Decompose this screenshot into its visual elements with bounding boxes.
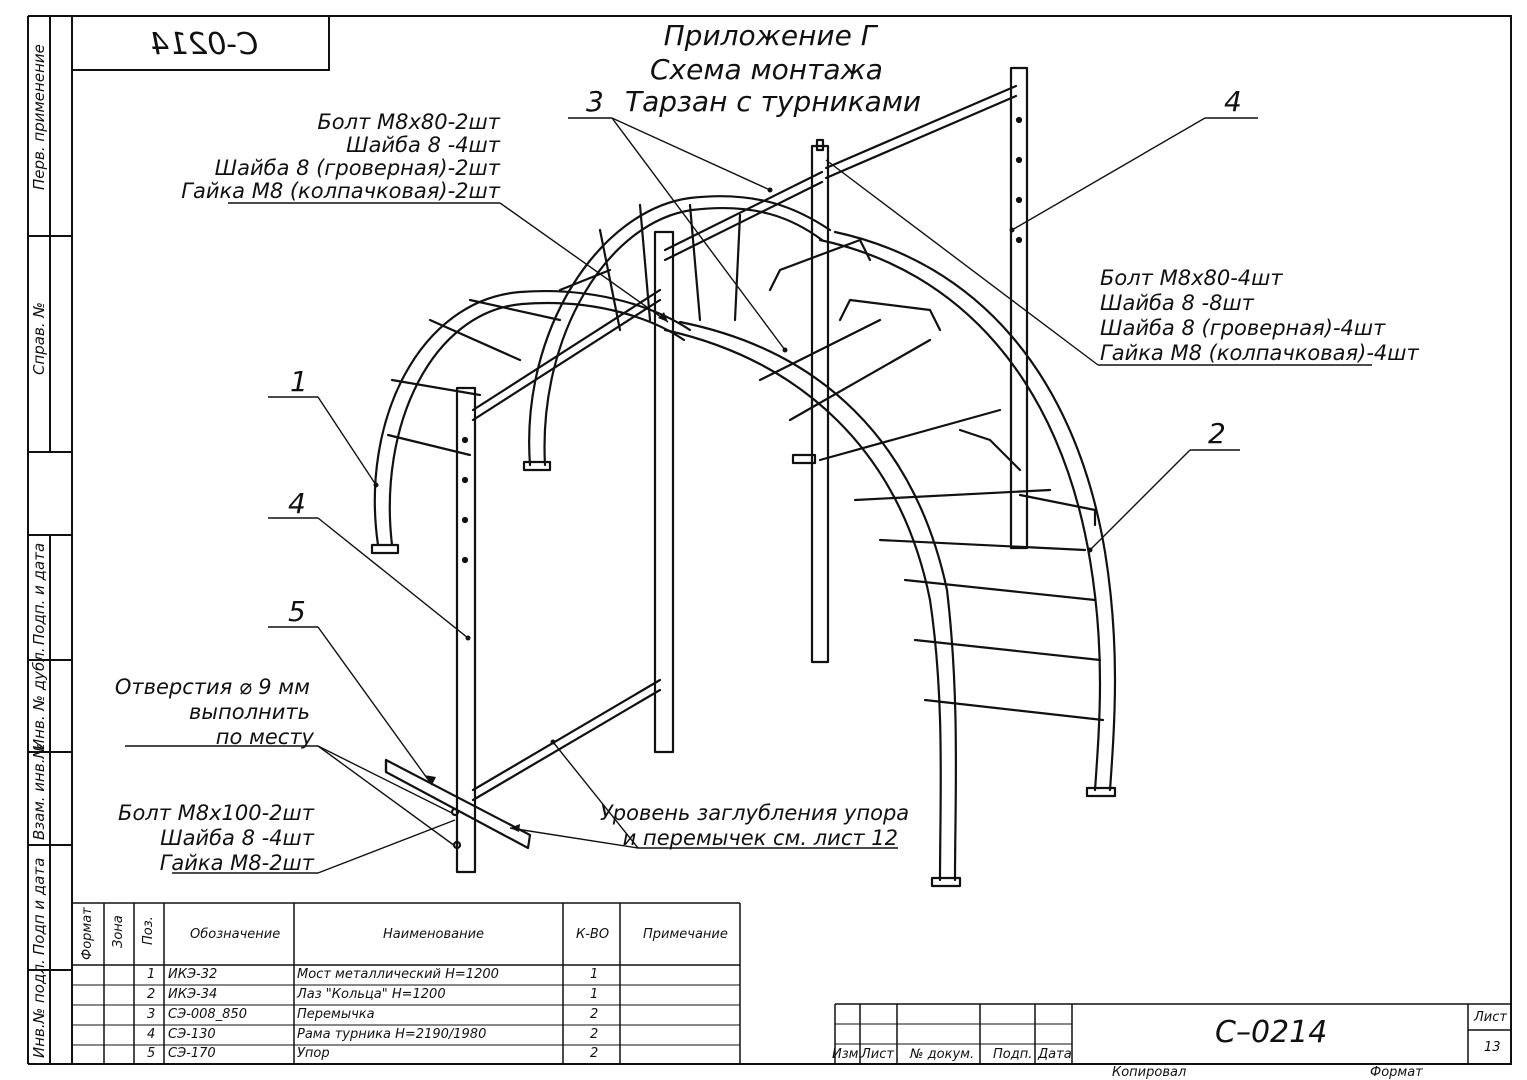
note-bolts-bottom-2: Шайба 8 -4шт bbox=[160, 826, 314, 850]
side-label-sprav: Справ. № bbox=[30, 302, 48, 375]
post-rear-left bbox=[810, 144, 830, 664]
code-top-text: С-0214 bbox=[150, 27, 259, 62]
tb-col-sign: Подп. bbox=[993, 1047, 1033, 1062]
note-bolts-bottom-3: Гайка М8-2шт bbox=[159, 851, 314, 875]
spec-qty: 2 bbox=[590, 1046, 599, 1061]
side-label-podp-2: Подп и дата bbox=[30, 857, 48, 955]
spec-name: Лаз "Кольца" Н=1200 bbox=[297, 987, 446, 1002]
arch-bridge-outer bbox=[373, 290, 692, 547]
spec-pos: 1 bbox=[147, 967, 156, 982]
spec-qty: 1 bbox=[590, 987, 599, 1002]
note-bolts-left-2: Шайба 8 -4шт bbox=[346, 133, 500, 157]
note-bolts-right-3: Шайба 8 (гроверная)-4шт bbox=[1100, 316, 1386, 340]
spec-qty: 2 bbox=[590, 1027, 599, 1042]
spec-pos: 4 bbox=[147, 1027, 156, 1042]
spec-designation: СЭ-008_850 bbox=[168, 1007, 247, 1022]
title-line-1: Приложение Г bbox=[663, 19, 877, 52]
side-label-podp-1: Подп. и дата bbox=[30, 542, 48, 645]
side-label-inv-podl: Инв.№ подл. bbox=[30, 959, 48, 1058]
spec-header-name: Наименование bbox=[383, 927, 485, 942]
equipment-illustration bbox=[370, 66, 1117, 888]
callout-5: 5 bbox=[288, 595, 306, 628]
note-bolts-bottom-1: Болт М8х100-2шт bbox=[118, 801, 314, 825]
callout-3: 3 bbox=[586, 85, 604, 118]
note-holes-1: Отверстия ⌀ 9 мм bbox=[114, 675, 310, 699]
tb-col-izm: Изм. bbox=[832, 1047, 863, 1062]
tb-copied: Копировал bbox=[1112, 1065, 1187, 1080]
spec-header-format: Формат bbox=[80, 907, 95, 960]
arch-rings-rear bbox=[818, 238, 1102, 792]
side-label-inv-dubl: Инв. № дубл. bbox=[30, 647, 48, 750]
spec-qty: 2 bbox=[590, 1007, 599, 1022]
note-holes-2: выполнить bbox=[189, 700, 310, 724]
side-label-perv: Перв. применение bbox=[30, 44, 48, 190]
tb-sheet-number: 13 bbox=[1484, 1040, 1501, 1055]
frame-border bbox=[71, 15, 1512, 1065]
spec-pos: 3 bbox=[147, 1007, 156, 1022]
spec-designation: ИКЭ-34 bbox=[168, 987, 218, 1002]
spec-name: Рама турника Н=2190/1980 bbox=[297, 1027, 487, 1042]
title-line-2: Схема монтажа bbox=[650, 53, 883, 86]
callout-1: 1 bbox=[290, 365, 308, 398]
spec-qty: 1 bbox=[590, 967, 599, 982]
code-box bbox=[71, 15, 330, 71]
spec-header-pos: Поз. bbox=[141, 916, 156, 945]
code-main-text: С–0214 bbox=[1215, 1015, 1328, 1050]
note-bolts-right-4: Гайка М8 (колпачковая)-4шт bbox=[1100, 341, 1419, 365]
note-depth-1: Уровень заглубления упора bbox=[600, 801, 910, 825]
spec-designation: СЭ-170 bbox=[168, 1046, 216, 1061]
spec-pos: 2 bbox=[147, 987, 156, 1002]
post-rear-right bbox=[1009, 66, 1029, 550]
tb-format: Формат bbox=[1370, 1065, 1423, 1080]
note-holes-3: по месту bbox=[215, 725, 314, 749]
leader-lines bbox=[125, 117, 1372, 874]
tb-col-date: Дата bbox=[1038, 1047, 1072, 1062]
tb-col-doc: № докум. bbox=[910, 1047, 975, 1062]
tb-col-list: Лист bbox=[861, 1047, 894, 1062]
callout-4-right: 4 bbox=[1224, 85, 1242, 118]
note-bolts-left-1: Болт М8х80-2шт bbox=[317, 110, 500, 134]
side-label-vzam: Взам. инв.№ bbox=[30, 742, 48, 840]
spec-header-designation: Обозначение bbox=[190, 927, 281, 942]
note-bolts-left-3: Шайба 8 (гроверная)-2шт bbox=[214, 156, 500, 180]
spec-pos: 5 bbox=[147, 1046, 156, 1061]
spec-header-note: Примечание bbox=[643, 927, 728, 942]
spec-name: Мост металлический Н=1200 bbox=[297, 967, 499, 982]
note-bolts-right-2: Шайба 8 -8шт bbox=[1100, 291, 1254, 315]
spec-table-grid bbox=[72, 902, 741, 1064]
leader-dots bbox=[373, 187, 1093, 745]
post-front-right bbox=[653, 230, 675, 754]
arch-bridge-rear bbox=[528, 195, 832, 467]
note-bolts-left-4: Гайка М8 (колпачковая)-2шт bbox=[181, 179, 500, 203]
spec-designation: ИКЭ-32 bbox=[168, 967, 218, 982]
spec-name: Упор bbox=[297, 1046, 330, 1061]
note-depth-2: и перемычек см. лист 12 bbox=[622, 826, 898, 850]
spec-designation: СЭ-130 bbox=[168, 1027, 216, 1042]
spec-name: Перемычка bbox=[297, 1007, 375, 1022]
arch-rings-outer bbox=[663, 328, 942, 882]
spec-header-qty: К-ВО bbox=[576, 927, 610, 942]
callout-2: 2 bbox=[1208, 417, 1226, 450]
spec-header-zone: Зона bbox=[111, 915, 126, 948]
title-line-3: Тарзан с турниками bbox=[625, 85, 922, 118]
note-bolts-right-1: Болт М8х80-4шт bbox=[1100, 266, 1283, 290]
callout-4-left: 4 bbox=[288, 487, 306, 520]
tb-sheet-label: Лист bbox=[1474, 1010, 1507, 1025]
title-block-grid bbox=[834, 1003, 1511, 1064]
leader-arrows bbox=[424, 312, 668, 832]
